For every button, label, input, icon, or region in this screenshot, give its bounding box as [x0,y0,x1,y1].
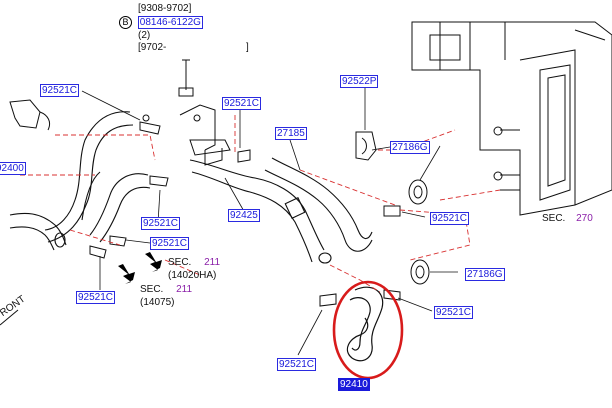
callout-92522p[interactable]: 92522P [340,75,379,88]
callout-27186g-b[interactable]: 27186G [465,268,505,281]
part-08146-6122g[interactable]: 08146-6122G [137,16,203,29]
section-number: 270 [576,213,593,224]
bolt-quantity: (2) [138,30,151,41]
callout-92400[interactable]: 92400 [0,162,26,175]
callout-lines [81,87,458,356]
valve-bracket [179,104,231,166]
heater-unit-housing [411,21,612,216]
section-prefix: SEC. [542,213,566,224]
hose-clip-upper-left [9,99,51,131]
callout-27185[interactable]: 27185 [275,127,307,140]
section-code-14020ha: (14020HA) [168,270,217,281]
callout-92521c-d[interactable]: 92521C [150,237,190,250]
section-ref-211-a[interactable]: SEC. 211 [168,257,220,268]
grommet-upper [408,179,428,205]
section-prefix: SEC. [140,284,164,295]
section-prefix: SEC. [168,257,192,268]
callout-92521c-a[interactable]: 92521C [40,84,80,97]
highlight-circle [332,280,404,380]
section-number: 211 [176,284,193,295]
front-arrow-line [0,309,19,326]
direction-arrows [118,252,162,284]
callout-92521c-f[interactable]: 92521C [76,291,116,304]
callout-92425[interactable]: 92425 [228,209,260,222]
bolt-symbol: B [119,16,132,29]
callout-92410[interactable]: 92410 [338,378,370,391]
section-code-14075: (14075) [140,297,175,308]
date-range-2-close: ] [246,42,249,53]
callout-92521c-h[interactable]: 92521C [277,358,317,371]
date-range-2: [9702- [138,42,167,53]
date-range-1: [9308-9702] [138,3,192,14]
section-ref-270[interactable]: SEC. 270 [542,213,593,224]
callout-92521c-c[interactable]: 92521C [141,217,181,230]
hose-27185 [189,157,373,264]
hose-92400 [9,111,151,251]
callout-92521c-e[interactable]: 92521C [430,212,470,225]
callout-92521c-b[interactable]: 92521C [222,97,262,110]
hose-92410 [346,286,384,362]
clamps [89,114,401,307]
callout-92521c-g[interactable]: 92521C [434,306,474,319]
bolt-part [178,59,194,97]
grommet-lower [410,259,430,285]
bolt-callout[interactable]: B 08146-6122G [119,16,203,29]
clip-92522p [355,131,377,161]
callout-27186g-a[interactable]: 27186G [390,141,430,154]
section-ref-211-b[interactable]: SEC. 211 [140,284,192,295]
section-number: 211 [204,257,221,268]
